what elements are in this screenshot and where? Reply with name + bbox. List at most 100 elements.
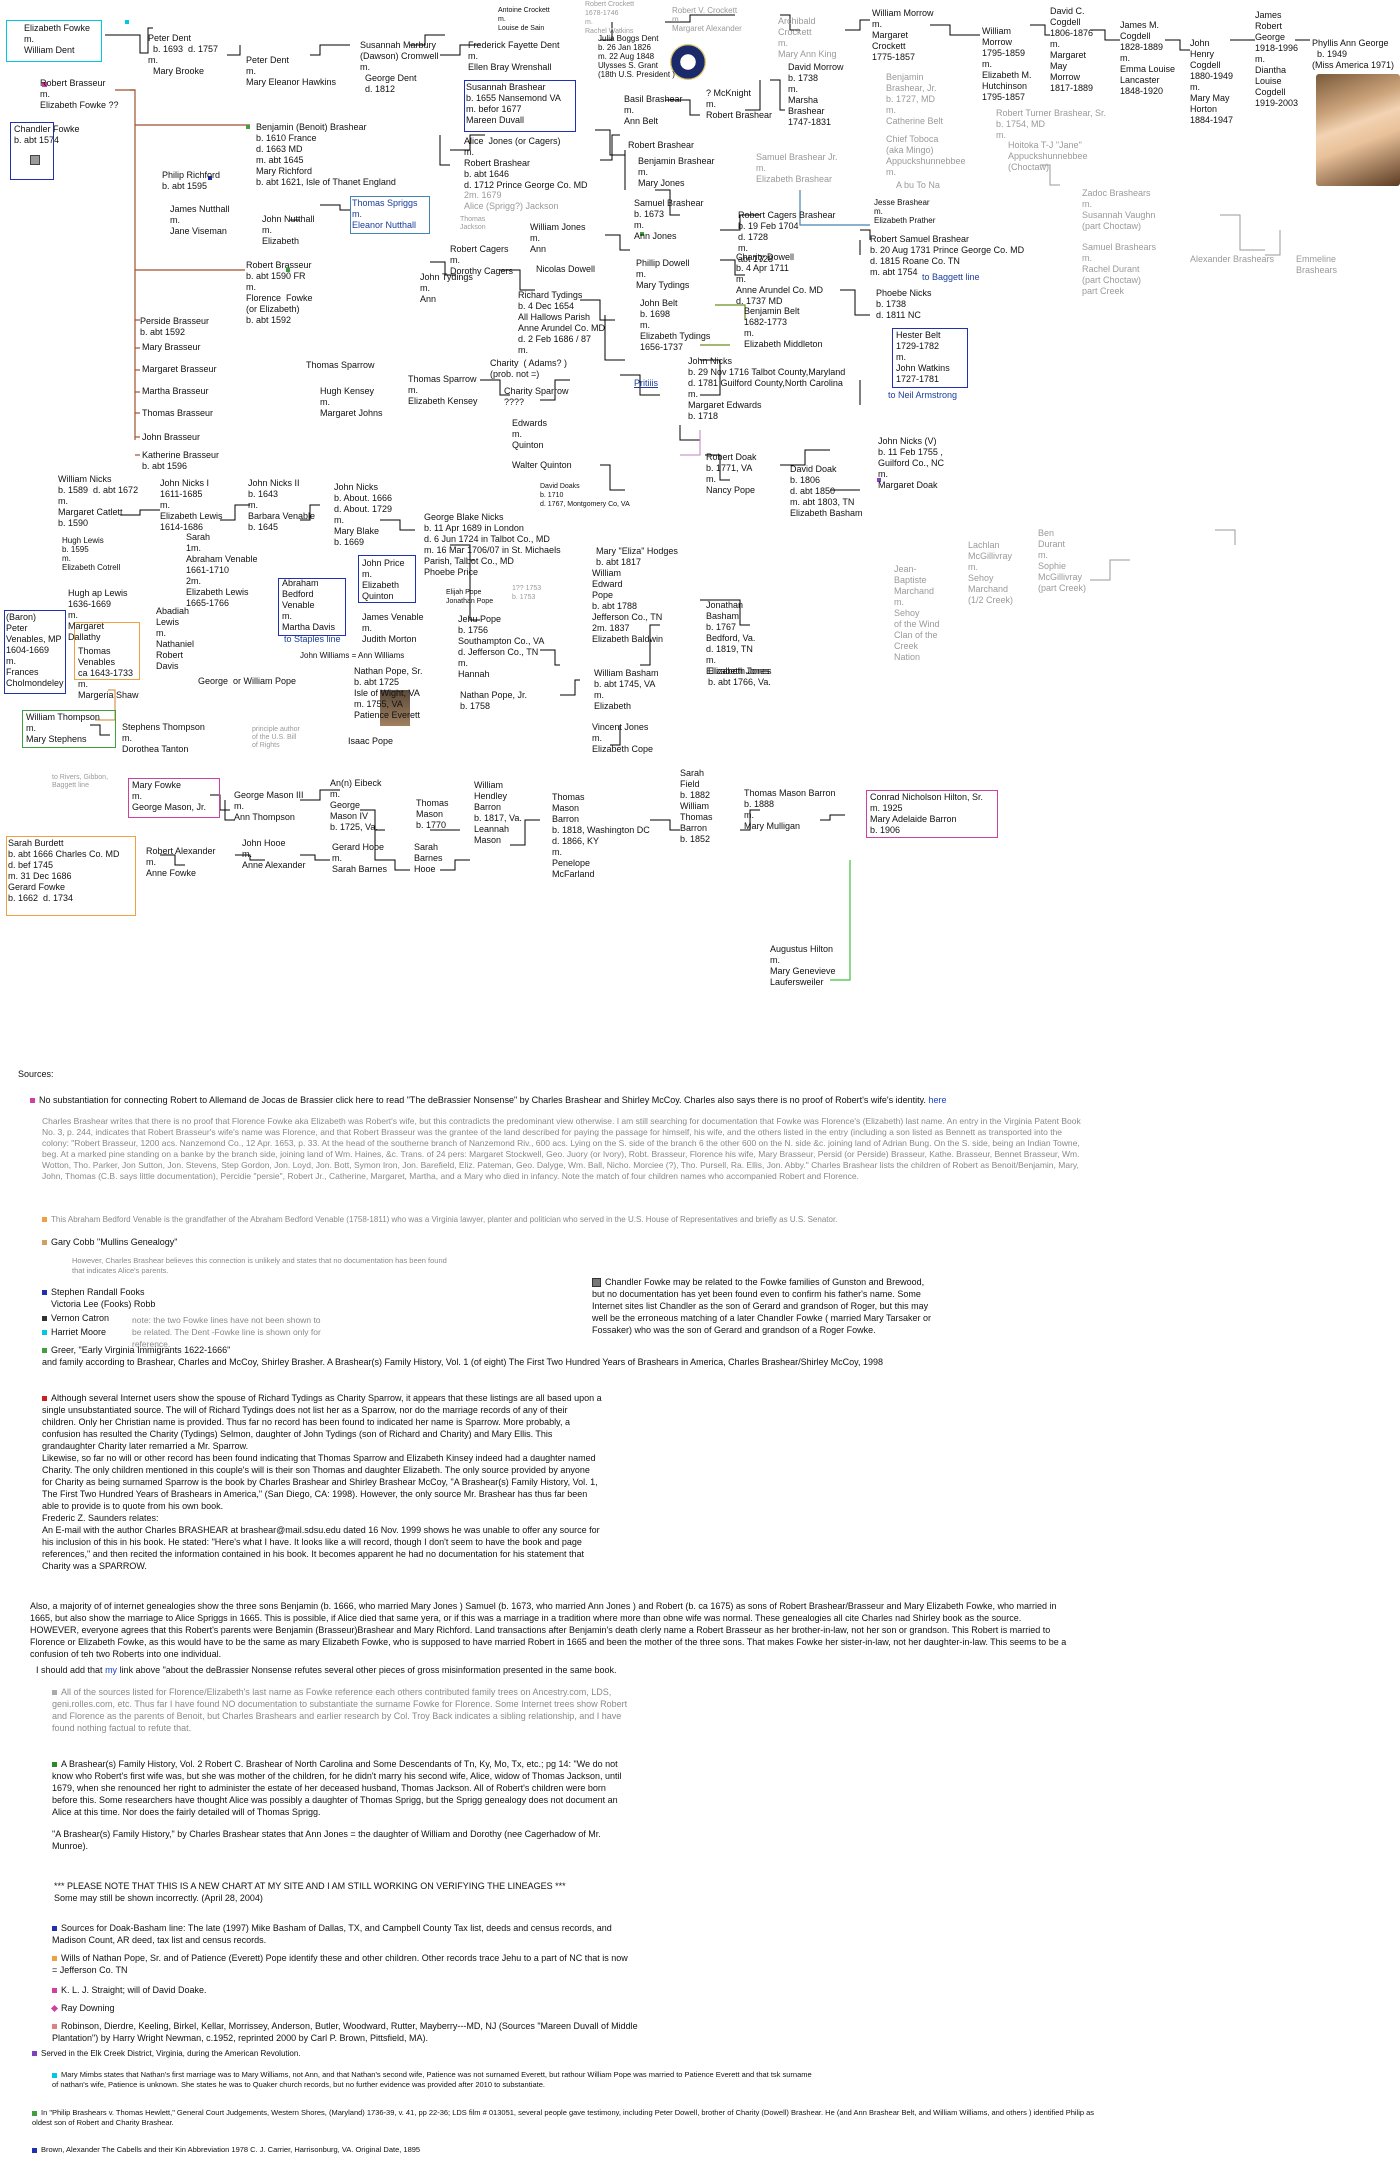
person-perside-brasseur: Perside Brasseur b. abt 1592 — [140, 316, 210, 337]
person-john-nutthall: John Nutthall m. Elizabeth — [262, 214, 315, 246]
person-benjamin-brashear: Benjamin (Benoit) Brashear b. 1610 Franc… — [256, 122, 396, 187]
source-note-24-text: Mary Mimbs states that Nathan's first ma… — [52, 2070, 812, 2089]
black-marker-icon — [42, 1316, 47, 1322]
blue-marker-icon — [52, 1926, 57, 1932]
sources-heading: Sources: — [18, 1069, 54, 1079]
person-martha-brasseur: Martha Brasseur — [142, 386, 209, 396]
person-ben-durant: Ben Durant m. Sophie McGillivray (part C… — [1038, 528, 1087, 593]
person-samuel-brashear-jr: Samuel Brashear Jr. m. Elizabeth Brashea… — [756, 152, 838, 184]
my-link[interactable]: my — [105, 1665, 118, 1675]
source-note-21: Ray Downing — [50, 2002, 115, 2014]
person-william-barron: William Hendley Barron b. 1817, Va. Lean… — [474, 780, 522, 845]
person-john-belt: John Belt b. 1698 m. Elizabeth Tydings 1… — [640, 298, 711, 352]
gray-marker-icon — [52, 1690, 57, 1696]
person-robert-alexander: Robert Alexander m. Anne Fowke — [146, 846, 216, 878]
person-baron-peter-venables: (Baron) Peter Venables, MP 1604-1669 m. … — [6, 612, 64, 688]
person-richard-tydings: Richard Tydings b. 4 Dec 1654 All Hallow… — [518, 290, 606, 355]
person-basil-brashear: Basil Brashear m. Ann Belt — [624, 94, 683, 126]
person-john-brasseur: John Brasseur — [142, 432, 201, 442]
source-note-4: Gary Cobb "Mullins Genealogy" — [42, 1236, 177, 1248]
person-william-pope: William Edward Pope b. abt 1788 Jefferso… — [592, 568, 664, 644]
debrassier-link[interactable]: here — [928, 1095, 947, 1105]
source-note-23-text: Served in the Elk Creek District, Virgin… — [41, 2049, 301, 2058]
green-dot-icon — [640, 232, 644, 236]
person-sarah-field: Sarah Field b. 1882 William Thomas Barro… — [680, 768, 713, 844]
source-note-2: Charles Brashear writes that there is no… — [42, 1116, 1081, 1181]
source-note-9: Greer, "Early Virginia Immigrants 1622-1… — [42, 1344, 230, 1356]
source-note-14-text: All of the sources listed for Florence/E… — [52, 1687, 628, 1733]
person-hugh-kensey: Hugh Kensey m. Margaret Johns — [320, 386, 383, 418]
person-jehu-pope: Jehu Pope b. 1756 Southampton Co., VA d.… — [458, 614, 545, 679]
person-zadoc-brashears: Zadoc Brashears m. Susannah Vaughn (part… — [1082, 188, 1156, 231]
person-conrad-hilton: Conrad Nicholson Hilton, Sr. m. 1925 Mar… — [870, 792, 984, 835]
person-robert-cagers: Robert Cagers m. Dorothy Cagers — [450, 244, 514, 276]
person-abraham-venable: Abraham Bedford Venable m. Martha Davis — [282, 578, 336, 632]
person-peter-dent-2: Peter Dent m. Mary Eleanor Hawkins — [246, 55, 337, 87]
person-nicolas-dowell: Nicolas Dowell — [536, 264, 596, 274]
person-walter-quinton: Walter Quinton — [512, 460, 572, 470]
link-baggett-line[interactable]: to Baggett line — [922, 272, 980, 282]
purple-marker-icon — [32, 2051, 37, 2057]
magenta-dot-icon — [42, 82, 47, 87]
person-john-cogdell: John Henry Cogdell 1880-1949 m. Mary May… — [1190, 38, 1234, 125]
green-marker-icon — [52, 1762, 57, 1768]
person-robert-brashear-r: Robert Brashear — [628, 140, 695, 150]
person-elizabeth-fowke: Elizabeth Fowke m. William Dent — [24, 23, 91, 55]
person-thomas-mason-barron: Thomas Mason Barron b. 1818, Washington … — [552, 792, 650, 879]
conrad-hilton-highlight-box — [866, 790, 998, 838]
magenta-marker-icon — [52, 1988, 57, 1994]
source-note-18-text: Sources for Doak-Basham line: The late (… — [52, 1923, 612, 1945]
person-thomas-jackson: Thomas Jackson — [460, 216, 486, 231]
person-charity-sparrow: Charity Sparrow ???? — [504, 386, 569, 407]
link-pritiiis[interactable]: Pritiiis — [634, 378, 658, 388]
source-chandler: Chandler Fowke may be related to the Fow… — [592, 1276, 932, 1336]
person-robert-samuel-brashear: Robert Samuel Brashear b. 20 Aug 1731 Pr… — [870, 234, 1025, 277]
red-marker-icon — [42, 1396, 47, 1402]
source-note-19-text: Wills of Nathan Pope, Sr. and of Patienc… — [52, 1953, 628, 1975]
person-james-cogdell: James M. Cogdell 1828-1889 m. Emma Louis… — [1120, 20, 1176, 96]
person-david-cogdell: David C. Cogdell 1806-1876 m. Margaret M… — [1050, 6, 1094, 93]
person-emmeline-brashears: Emmeline Brashears — [1296, 254, 1338, 275]
person-archibald-crockett: Archibald Crockett m. Mary Ann King — [778, 16, 837, 59]
person-chandler-fowke: Chandler Fowke b. abt 1574 — [14, 124, 80, 145]
source-note-6a: Stephen Randall Fooks — [51, 1287, 145, 1297]
source-note-24: Mary Mimbs states that Nathan's first ma… — [52, 2070, 812, 2090]
person-george-nicks: George Blake Nicks b. 11 Apr 1689 in Lon… — [424, 512, 561, 577]
link-rivers-gibbon-baggett[interactable]: to Rivers, Gibbon, Baggett line — [52, 774, 109, 789]
source-note-6b: Victoria Lee (Fooks) Robb — [51, 1299, 156, 1309]
person-john-williams: John Williams = Ann Williams — [300, 651, 405, 660]
source-note-23: Served in the Elk Creek District, Virgin… — [32, 2048, 301, 2060]
source-note-22-text: Robinson, Dierdre, Keeling, Birkel, Kell… — [52, 2021, 638, 2043]
source-note-25-text: In "Philip Brashears v. Thomas Hewlett,"… — [32, 2108, 1095, 2127]
person-alice-jones: Alice Jones (or Cagers) m. Robert Brashe… — [464, 136, 588, 190]
source-note-26: Brown, Alexander The Cabells and their K… — [32, 2144, 1032, 2156]
william-thompson-highlight-box — [22, 710, 116, 748]
source-note-3-text: This Abraham Bedford Venable is the gran… — [51, 1215, 838, 1224]
person-robert-v-crockett: Robert V. Crockett m. Margaret Alexander — [672, 6, 742, 33]
source-note-26-text: Brown, Alexander The Cabells and their K… — [41, 2145, 421, 2154]
source-note-1-text: No substantiation for connecting Robert … — [39, 1095, 926, 1105]
source-note-7: Vernon Catron — [42, 1312, 109, 1324]
abraham-venable-highlight-box — [278, 578, 346, 636]
person-robert-brasseur: Robert Brasseur m. Elizabeth Fowke ?? — [40, 78, 119, 110]
person-william-thompson: William Thompson m. Mary Stephens — [26, 712, 100, 744]
hester-belt-highlight-box — [892, 328, 968, 388]
person-nathan-pope-jr: Nathan Pope, Jr. b. 1758 — [460, 690, 528, 711]
john-price-highlight-box — [358, 555, 416, 603]
source-note-25: In "Philip Brashears v. Thomas Hewlett,"… — [32, 2108, 1112, 2128]
person-david-doaks: David Doaks b. 1710 d. 1767, Montgomery … — [540, 483, 630, 508]
source-note-17: *** PLEASE NOTE THAT THIS IS A NEW CHART… — [54, 1881, 566, 1903]
note-principle-author: principle author of the U.S. Bill of Rig… — [252, 726, 300, 749]
person-mary-fowke: Mary Fowke m. George Mason, Jr. — [132, 780, 207, 812]
person-john-nicks-i: John Nicks I 1611-1685 m. Elizabeth Lewi… — [160, 478, 223, 532]
person-john-nicks-1716: John Nicks b. 29 Nov 1716 Talbot County,… — [688, 356, 846, 421]
link-neil-armstrong[interactable]: to Neil Armstrong — [888, 390, 958, 400]
baron-venables-highlight-box — [4, 610, 66, 694]
person-samuel-brashear: Samuel Brashear b. 1673 m. Ann Jones — [634, 198, 704, 241]
source-note-19: Wills of Nathan Pope, Sr. and of Patienc… — [52, 1952, 632, 1976]
source-note-11: Although several Internet users show the… — [42, 1392, 602, 1572]
person-phillip-dowell: Phillip Dowell m. Mary Tydings — [636, 258, 690, 290]
person-william-nicks: William Nicks b. 1589 d. abt 1672 m. Mar… — [58, 474, 139, 528]
person-john-hooe: John Hooe m. Anne Alexander — [242, 838, 306, 870]
link-staples-line[interactable]: to Staples line — [284, 634, 341, 644]
